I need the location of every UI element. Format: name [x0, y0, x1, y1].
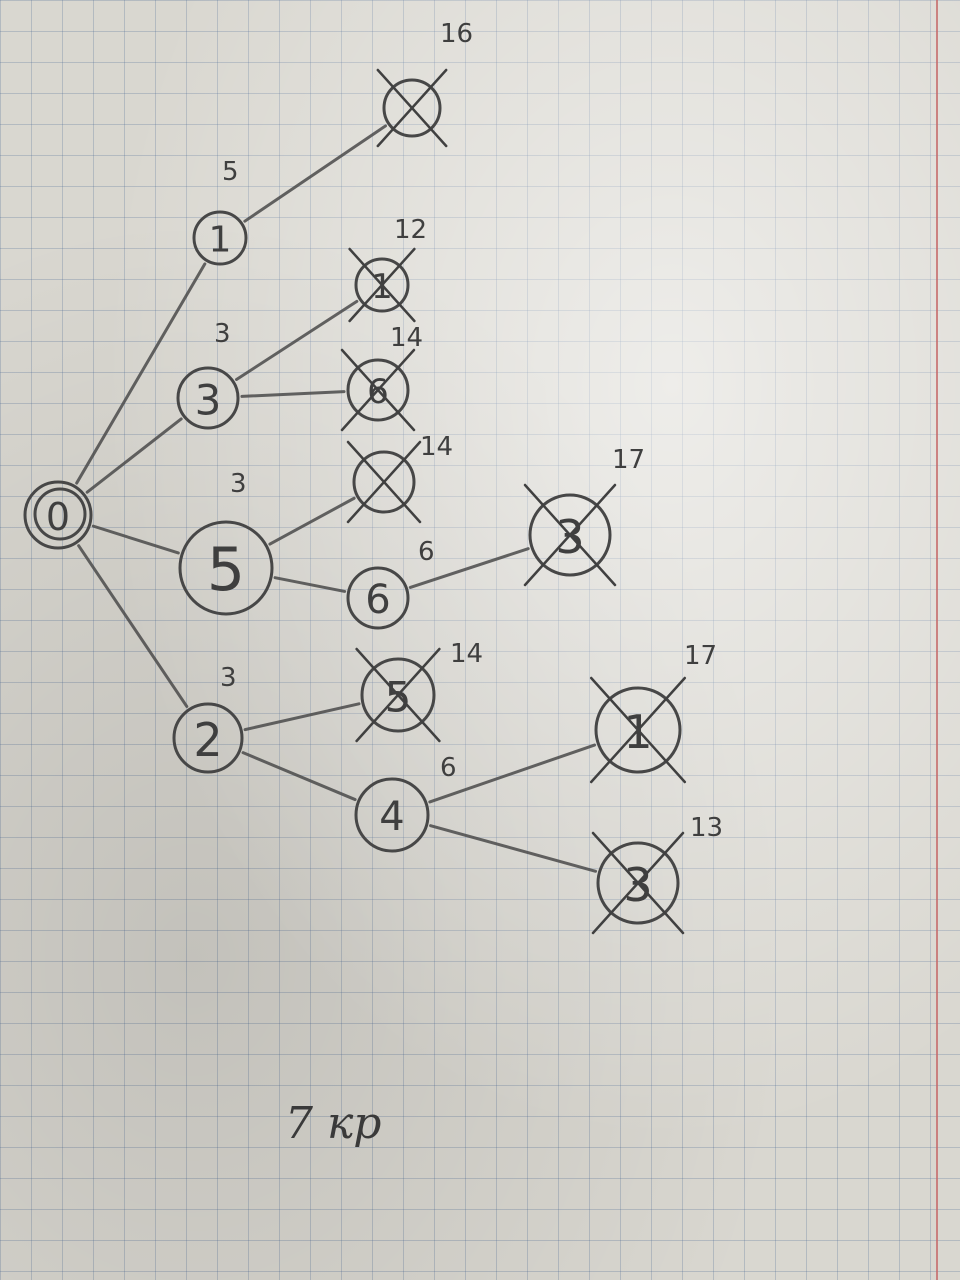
footer-note: 7 кр: [285, 1098, 382, 1149]
cross-out-mark: [591, 831, 685, 935]
node-label: 1: [209, 220, 232, 261]
tree-node-n1: 15: [192, 157, 248, 266]
tree-node-n4: 23: [172, 663, 244, 774]
tree-edge-n4-n12: [241, 751, 357, 802]
node-label: 5: [207, 535, 245, 605]
cross-out-mark: [523, 483, 617, 587]
tree-edge-n2-n6: [235, 299, 359, 381]
tree-node-n10: 3 17: [523, 445, 645, 587]
tree-node-n12: 46: [354, 753, 457, 853]
tree-edge-n3-n9: [273, 576, 347, 593]
node-inner-ring: [33, 487, 87, 541]
tree-edge-n9-n10: [408, 547, 530, 589]
tree-edge-n4-n11: [243, 702, 361, 732]
node-cost-label: 12: [394, 215, 427, 245]
node-label: 6: [367, 372, 389, 412]
node-cost-label: 5: [222, 157, 239, 187]
tree-node-n2: 33: [176, 319, 240, 430]
cross-out-mark: [589, 676, 687, 784]
node-cost-label: 13: [690, 813, 723, 843]
node-circle: [23, 480, 93, 550]
tree-node-n7: 614: [340, 323, 423, 432]
node-cost-label: 3: [214, 319, 231, 349]
tree-node-n11: 5 14: [355, 639, 483, 743]
node-circle: [354, 257, 410, 313]
node-cost-label: 16: [440, 19, 473, 49]
node-circle: [352, 450, 416, 514]
cross-out-mark: [376, 68, 448, 148]
node-label: 1: [371, 267, 393, 307]
node-label: 2: [193, 713, 222, 767]
node-cost-label: 6: [418, 537, 435, 567]
node-cost-label: 17: [684, 641, 717, 671]
node-circle: [354, 777, 430, 853]
cross-out-mark: [348, 247, 416, 323]
node-circle: [596, 841, 680, 925]
tree-edge-n0-n4: [77, 544, 189, 708]
tree-edge-n12-n14: [429, 824, 598, 873]
cross-out-mark: [340, 348, 416, 432]
tree-node-n5: 16: [376, 19, 473, 148]
node-cost-label: 14: [420, 432, 453, 462]
tree-node-n6: 112: [348, 215, 427, 323]
cross-out-mark: [355, 647, 441, 743]
tree-edge-n12-n13: [428, 743, 597, 804]
node-circle: [178, 520, 274, 616]
node-circle: [192, 210, 248, 266]
node-cost-label: 14: [450, 639, 483, 669]
edges-layer: [75, 124, 598, 873]
tree-edge-n2-n7: [240, 390, 346, 398]
tree-node-n14: 3 13: [591, 813, 723, 935]
node-label: 0: [46, 495, 70, 539]
node-label: 1: [623, 705, 652, 759]
node-circle: [528, 493, 612, 577]
tree-node-n8: 14: [346, 432, 453, 524]
node-cost-label: 14: [390, 323, 423, 353]
node-label: 5: [385, 673, 412, 722]
tree-node-n13: 1 17: [589, 641, 717, 784]
tree-edge-n1-n5: [243, 124, 388, 223]
node-circle: [382, 78, 442, 138]
node-cost-label: 17: [612, 445, 645, 475]
node-cost-label: 3: [220, 663, 237, 693]
node-circle: [346, 358, 410, 422]
tree-edge-n0-n3: [91, 524, 180, 555]
tree-edge-n3-n8: [268, 496, 356, 546]
node-circle: [172, 702, 244, 774]
node-circle: [176, 366, 240, 430]
margin-line: [936, 0, 938, 1280]
node-label: 3: [555, 510, 584, 564]
node-label: 3: [623, 858, 652, 912]
node-circle: [346, 566, 410, 630]
tree-node-n3: 53: [178, 469, 274, 616]
node-circle: [594, 686, 682, 774]
tree-edge-n0-n2: [85, 417, 183, 494]
tree-node-n9: 66: [346, 537, 435, 630]
node-label: 3: [195, 376, 222, 425]
cross-out-mark: [346, 440, 422, 524]
node-cost-label: 6: [440, 753, 457, 783]
node-circle: [360, 657, 436, 733]
tree-edge-n0-n1: [75, 262, 207, 485]
node-label: 4: [379, 794, 404, 840]
node-cost-label: 3: [230, 469, 247, 499]
node-label: 6: [365, 577, 390, 623]
tree-node-n0: 0: [23, 480, 93, 550]
